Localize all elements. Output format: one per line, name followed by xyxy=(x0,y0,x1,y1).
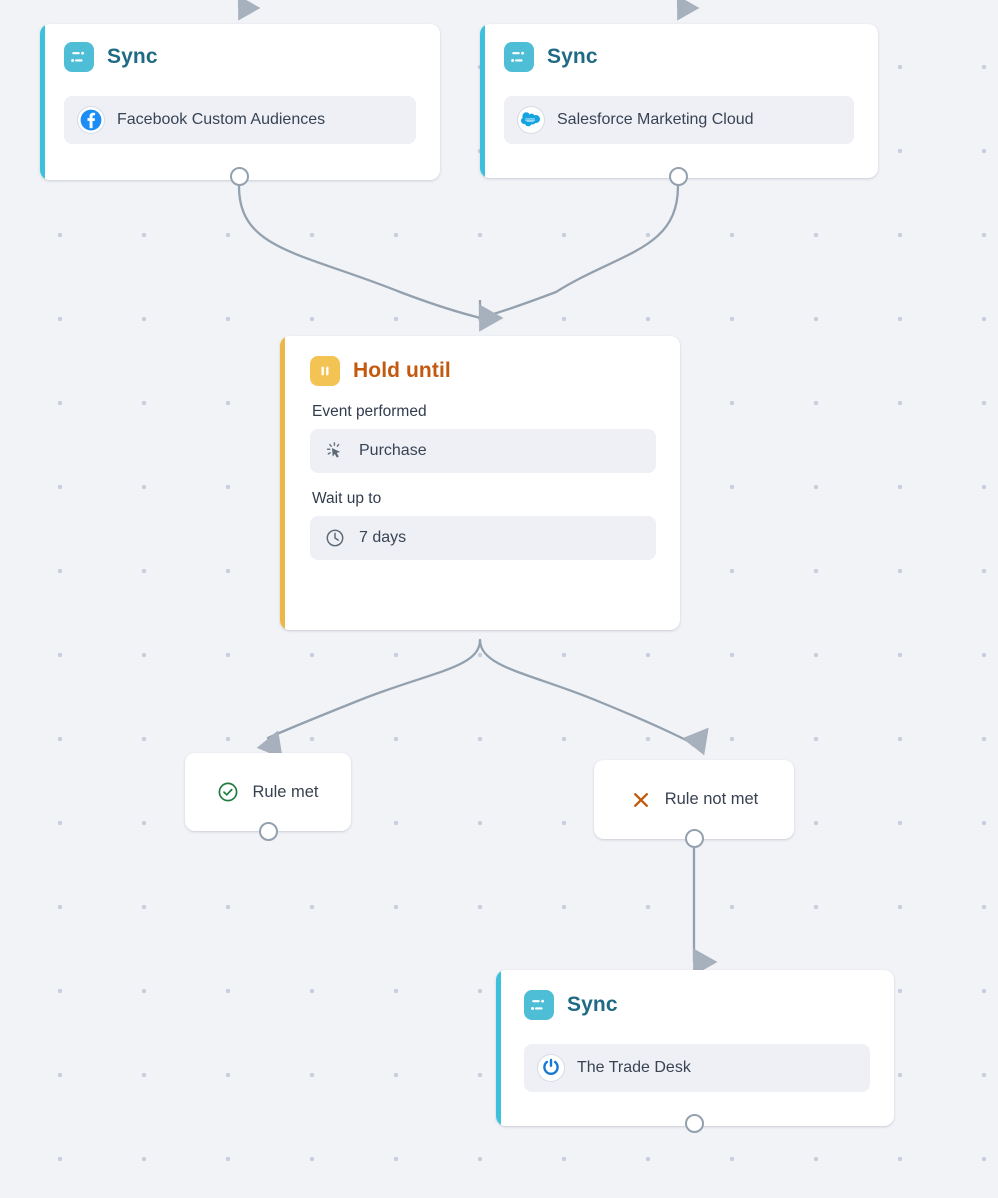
output-port-rule-met[interactable] xyxy=(259,822,278,841)
clock-icon xyxy=(324,527,346,549)
destination-label: Salesforce Marketing Cloud xyxy=(557,111,754,128)
event-performed-chip[interactable]: Purchase xyxy=(310,429,656,473)
pause-icon xyxy=(310,356,340,386)
sliders-icon xyxy=(524,990,554,1020)
output-port-facebook[interactable] xyxy=(230,167,249,186)
edge-salesforce-to-hold xyxy=(478,184,680,320)
destination-chip[interactable]: Facebook Custom Audiences xyxy=(64,96,416,144)
edge-hold-to-rule-not-met xyxy=(478,638,696,746)
node-header: Sync xyxy=(524,990,870,1020)
sliders-icon xyxy=(504,42,534,72)
click-cursor-icon xyxy=(324,440,346,462)
field-label-wait-up-to: Wait up to xyxy=(312,490,382,507)
node-sync-tradedesk[interactable]: Sync The Trade Desk xyxy=(496,970,894,1126)
edge-hold-to-rule-met xyxy=(266,638,482,740)
salesforce-icon xyxy=(518,107,544,133)
edge-facebook-to-hold xyxy=(237,184,482,320)
wait-up-to-chip[interactable]: 7 days xyxy=(310,516,656,560)
node-accent-bar xyxy=(480,24,485,178)
cross-icon xyxy=(630,789,652,811)
destination-label: The Trade Desk xyxy=(577,1059,691,1076)
node-accent-bar xyxy=(40,24,45,180)
field-label-event-performed: Event performed xyxy=(312,403,427,420)
wait-up-to-value: 7 days xyxy=(359,529,407,546)
output-port-rule-not-met[interactable] xyxy=(685,829,704,848)
facebook-icon xyxy=(78,107,104,133)
branch-rule-met[interactable]: Rule met xyxy=(185,753,351,831)
node-title: Hold until xyxy=(353,359,451,382)
output-port-tradedesk[interactable] xyxy=(685,1114,704,1133)
node-accent-bar xyxy=(280,336,285,630)
node-header: Sync xyxy=(64,42,416,72)
edge-rule-met-arrow xyxy=(256,730,283,759)
event-performed-value: Purchase xyxy=(359,442,427,459)
output-port-salesforce[interactable] xyxy=(669,167,688,186)
destination-chip[interactable]: Salesforce Marketing Cloud xyxy=(504,96,854,144)
node-header: Sync xyxy=(504,42,854,72)
check-circle-icon xyxy=(217,781,239,803)
edge-rule-not-met-arrow xyxy=(682,727,709,756)
destination-chip[interactable]: The Trade Desk xyxy=(524,1044,870,1092)
trade-desk-icon xyxy=(538,1055,564,1081)
node-hold-until[interactable]: Hold until Event performed xyxy=(280,336,680,630)
branch-label: Rule not met xyxy=(664,790,759,808)
destination-label: Facebook Custom Audiences xyxy=(117,111,326,128)
node-accent-bar xyxy=(496,970,501,1126)
node-title: Sync xyxy=(567,993,618,1016)
node-sync-salesforce[interactable]: Sync Salesforce Marketing Cloud xyxy=(480,24,878,178)
node-sync-facebook[interactable]: Sync Facebook Custom Audiences xyxy=(40,24,440,180)
node-title: Sync xyxy=(547,45,598,68)
node-header: Hold until xyxy=(310,356,656,386)
sliders-icon xyxy=(64,42,94,72)
branch-rule-not-met[interactable]: Rule not met xyxy=(594,760,794,839)
branch-label: Rule met xyxy=(252,782,319,801)
node-title: Sync xyxy=(107,45,158,68)
